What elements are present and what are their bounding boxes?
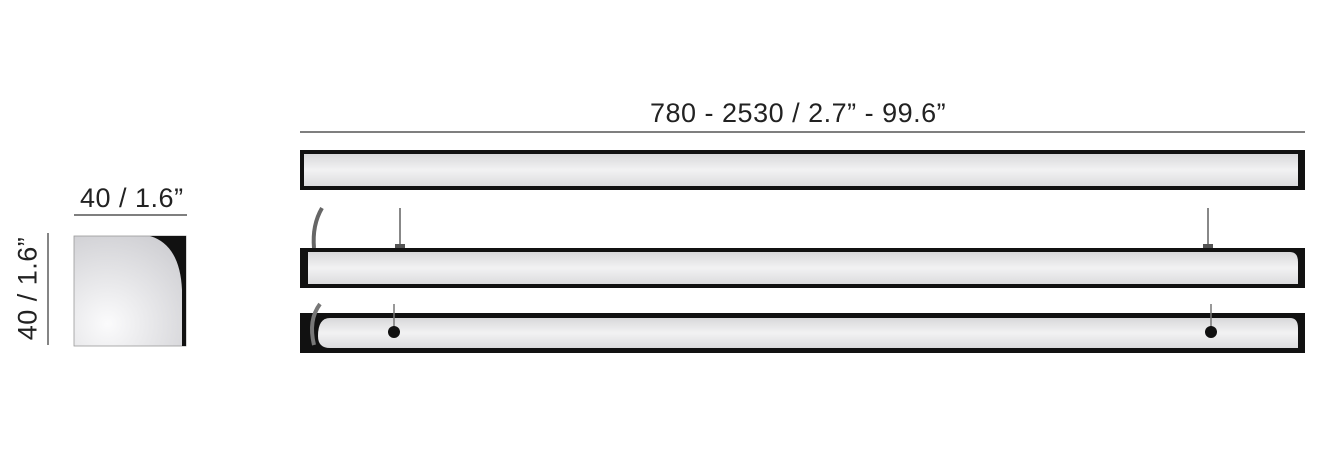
side-view-bar [300,206,1305,288]
height-dimension-label: 40 / 1.6” [12,236,43,341]
length-dimension-label: 780 - 2530 / 2.7” - 99.6” [650,98,947,128]
bottom-view-bar [300,150,1305,190]
top-view-bar [300,302,1305,353]
width-dimension-label: 40 / 1.6” [80,183,184,213]
cross-section-view [73,235,187,347]
